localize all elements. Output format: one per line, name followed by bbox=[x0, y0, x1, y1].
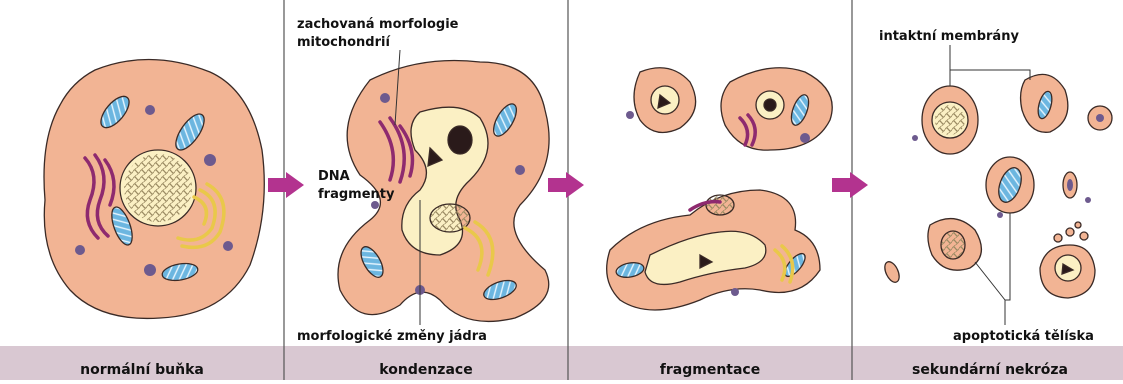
caption-condensation: kondenzace bbox=[379, 362, 472, 378]
label-dna-line1: DNA bbox=[318, 169, 350, 184]
label-apoptotic-bodies: apoptotická tělíska bbox=[953, 329, 1094, 344]
caption-secondary-necrosis: sekundární nekróza bbox=[912, 362, 1068, 378]
label-nucleus-changes: morfologické změny jádra bbox=[297, 329, 487, 344]
normal-cell bbox=[44, 59, 264, 318]
apoptotic-bodies bbox=[882, 74, 1112, 298]
label-mitochondria-line2: mitochondrií bbox=[297, 35, 391, 50]
caption-fragmentation: fragmentace bbox=[660, 362, 760, 378]
caption-normal-cell: normální buňka bbox=[80, 362, 204, 378]
fragmenting-cell bbox=[607, 68, 833, 310]
label-intact-membranes: intaktní membrány bbox=[879, 29, 1019, 44]
arrow-icon bbox=[832, 172, 868, 198]
label-mitochondria-line1: zachovaná morfologie bbox=[297, 17, 459, 32]
label-dna-line2: fragmenty bbox=[318, 187, 395, 202]
arrow-icon bbox=[268, 172, 304, 198]
arrow-icon bbox=[548, 172, 584, 198]
